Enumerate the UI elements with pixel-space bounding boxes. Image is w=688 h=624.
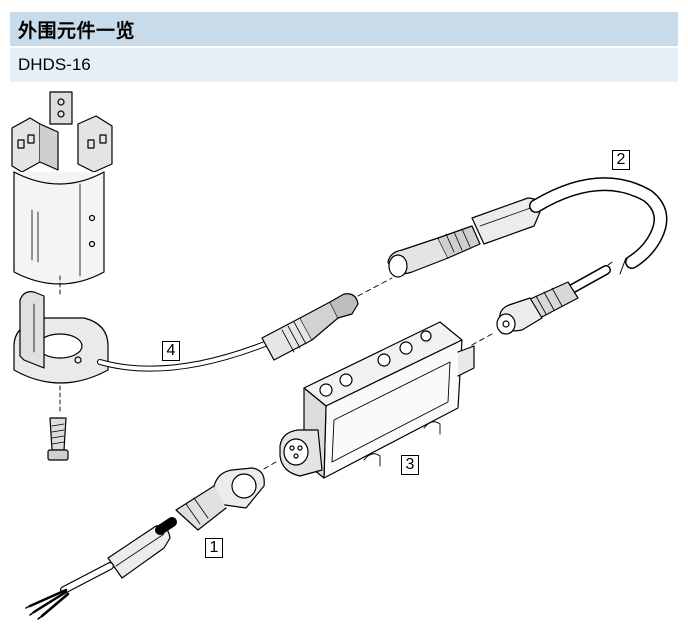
model-bar: DHDS-16	[10, 48, 678, 82]
evaluation-unit-3	[261, 321, 475, 479]
output-cable-1	[25, 467, 265, 620]
callout-3: 3	[401, 455, 419, 475]
gripper-illustration	[11, 91, 113, 461]
model-number: DHDS-16	[18, 55, 91, 74]
callout-2: 2	[612, 150, 630, 170]
connecting-cable-2	[387, 177, 668, 347]
callout-4: 4	[162, 341, 180, 361]
page-title: 外围元件一览	[18, 19, 136, 42]
section-title-bar: 外围元件一览	[10, 12, 678, 46]
callout-1: 1	[205, 538, 223, 558]
sensor-cable-4	[97, 277, 393, 372]
